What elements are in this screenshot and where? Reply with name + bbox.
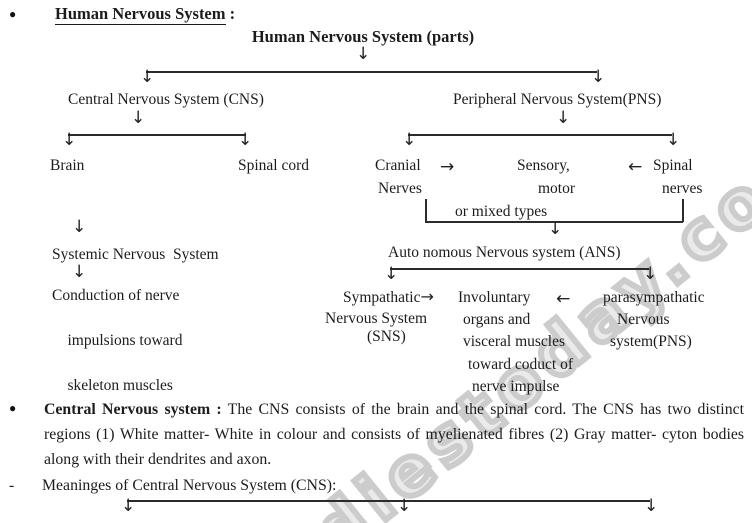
- down-arrow-icon: ↓: [238, 130, 253, 150]
- down-arrow-icon: ↓: [140, 67, 155, 87]
- connector-cns-split: [68, 134, 246, 136]
- down-arrow-icon: ↓: [556, 108, 571, 128]
- sensory-label-line1: Sensory,: [517, 157, 570, 174]
- parasympathetic-label-line1: parasympathatic: [603, 289, 705, 306]
- conduction-line1: Conduction of nerve: [52, 287, 180, 304]
- bullet-icon: ●: [9, 401, 17, 415]
- down-arrow-icon: ↓: [666, 130, 681, 150]
- conduction-text: Conduction of nerve impulsions toward sk…: [52, 285, 182, 398]
- conduction-line2: impulsions toward: [67, 332, 183, 349]
- meninges-label: Meaninges of Central Nervous System (CNS…: [42, 477, 337, 494]
- right-arrow-icon: →: [440, 157, 455, 177]
- tree-root-label: Human Nervous System (parts): [251, 27, 475, 46]
- sns-label-line3: (SNS): [367, 328, 406, 345]
- involuntary-label-line3: visceral muscles: [463, 333, 566, 350]
- cns-label: Central Nervous System (CNS): [68, 91, 264, 108]
- section-heading-colon: :: [225, 4, 236, 23]
- connector-main-split: [146, 71, 597, 73]
- section-heading: Human Nervous System :: [55, 4, 236, 25]
- involuntary-label-line5: nerve impulse: [472, 378, 560, 395]
- involuntary-label-line4: toward coduct of: [468, 356, 574, 373]
- conduction-line3: skeleton muscles: [67, 377, 173, 394]
- cns-paragraph: Central Nervous system : The CNS consist…: [44, 397, 744, 472]
- connector-ans-split: [390, 268, 649, 270]
- parasympathetic-label-line3: system(PNS): [610, 333, 692, 350]
- involuntary-label-line2: organs and: [463, 311, 531, 328]
- connector-bracket-bottom: [425, 221, 683, 223]
- pns-label: Peripheral Nervous System(PNS): [453, 91, 662, 108]
- down-arrow-icon: ↓: [548, 219, 563, 239]
- dash-marker: -: [9, 477, 15, 494]
- down-arrow-icon: ↓: [402, 130, 417, 150]
- section-heading-title: Human Nervous System: [55, 4, 226, 25]
- spinal-cord-label: Spinal cord: [238, 157, 310, 174]
- cranial-label-line1: Cranial: [375, 157, 421, 174]
- down-arrow-icon: ↓: [356, 44, 371, 64]
- sensory-label-line2: motor: [538, 180, 576, 197]
- right-arrow-icon: →: [420, 287, 434, 306]
- sns-word: Sympathatic: [343, 289, 421, 306]
- sensory-label-line3: or mixed types: [455, 203, 548, 220]
- spinal-nerves-label-line2: nerves: [662, 180, 703, 197]
- down-arrow-icon: ↓: [591, 67, 606, 87]
- down-arrow-icon: ↓: [643, 264, 658, 284]
- down-arrow-icon: ↓: [397, 496, 412, 516]
- cns-paragraph-lead: Central Nervous system :: [44, 401, 222, 418]
- ans-label: Auto nomous Nervous system (ANS): [388, 244, 621, 261]
- sns-label-line1: Sympathatic→: [343, 289, 434, 307]
- brain-label: Brain: [50, 157, 85, 174]
- connector-pns-split: [408, 134, 672, 136]
- spinal-nerves-label-line1: Spinal: [653, 157, 693, 174]
- involuntary-label-line1: Involuntary: [458, 289, 531, 306]
- down-arrow-icon: ↓: [72, 262, 87, 282]
- sns-label-line2: Nervous System: [325, 310, 428, 327]
- left-arrow-icon: ←: [628, 157, 643, 177]
- down-arrow-icon: ↓: [131, 108, 146, 128]
- connector-bracket-left: [425, 199, 427, 222]
- connector-bracket-right: [682, 199, 684, 222]
- cns-paragraph-body: The CNS consists of the brain and the sp…: [44, 401, 744, 468]
- parasympathetic-label-line2: Nervous: [617, 311, 670, 328]
- bullet-icon: ●: [9, 7, 17, 21]
- down-arrow-icon: ↓: [121, 496, 136, 516]
- cranial-label-line2: Nerves: [378, 180, 422, 197]
- connector-meninges-split: [127, 500, 650, 502]
- down-arrow-icon: ↓: [62, 130, 77, 150]
- systemic-label: Systemic Nervous System: [52, 246, 219, 263]
- down-arrow-icon: ↓: [384, 264, 399, 284]
- down-arrow-icon: ↓: [72, 217, 87, 237]
- left-arrow-icon: ←: [556, 289, 571, 309]
- down-arrow-icon: ↓: [644, 496, 659, 516]
